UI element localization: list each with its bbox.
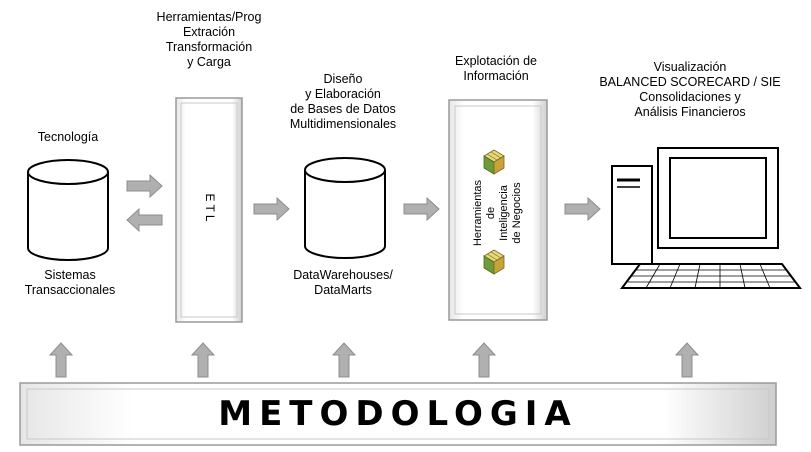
etl-panel [175, 97, 243, 323]
arrow-up-4 [471, 342, 497, 378]
label-herramientas-etl: Herramientas/Prog Extración Transformaci… [156, 10, 262, 69]
cube-icon [483, 149, 505, 175]
arrow-dw-to-bi [403, 196, 440, 222]
database-cylinder-datawarehouse [304, 157, 386, 259]
label-etl: ETL [203, 193, 217, 225]
arrow-right-to-etl [126, 173, 163, 199]
label-visualizacion: Visualización BALANCED SCORECARD / SIE C… [599, 60, 781, 119]
arrow-up-5 [674, 342, 700, 378]
label-diseno: Diseño y Elaboración de Bases de Datos M… [289, 72, 397, 131]
arrow-etl-to-dw [253, 196, 290, 222]
label-sistemas-transaccionales: Sistemas Transaccionales [24, 268, 116, 297]
label-datawarehouse: DataWarehouses/ DataMarts [293, 268, 393, 297]
arrow-bi-to-visualization [564, 196, 601, 222]
arrow-left-from-etl [126, 207, 163, 233]
cube-icon [483, 249, 505, 275]
label-tecnologia: Tecnología [37, 130, 99, 144]
arrow-up-3 [331, 342, 357, 378]
arrow-up-2 [190, 342, 216, 378]
methodology-title: METODOLOGIA [218, 394, 578, 434]
computer-icon [611, 147, 802, 289]
methodology-bar [19, 382, 777, 446]
label-explotacion: Explotación de Información [454, 54, 537, 83]
arrow-up-1 [48, 342, 74, 378]
bi-tools-panel [448, 99, 548, 321]
label-herramientas-inteligencia: Herramientas de Inteligencia de Negocios [472, 179, 523, 247]
database-cylinder-source [27, 159, 109, 261]
